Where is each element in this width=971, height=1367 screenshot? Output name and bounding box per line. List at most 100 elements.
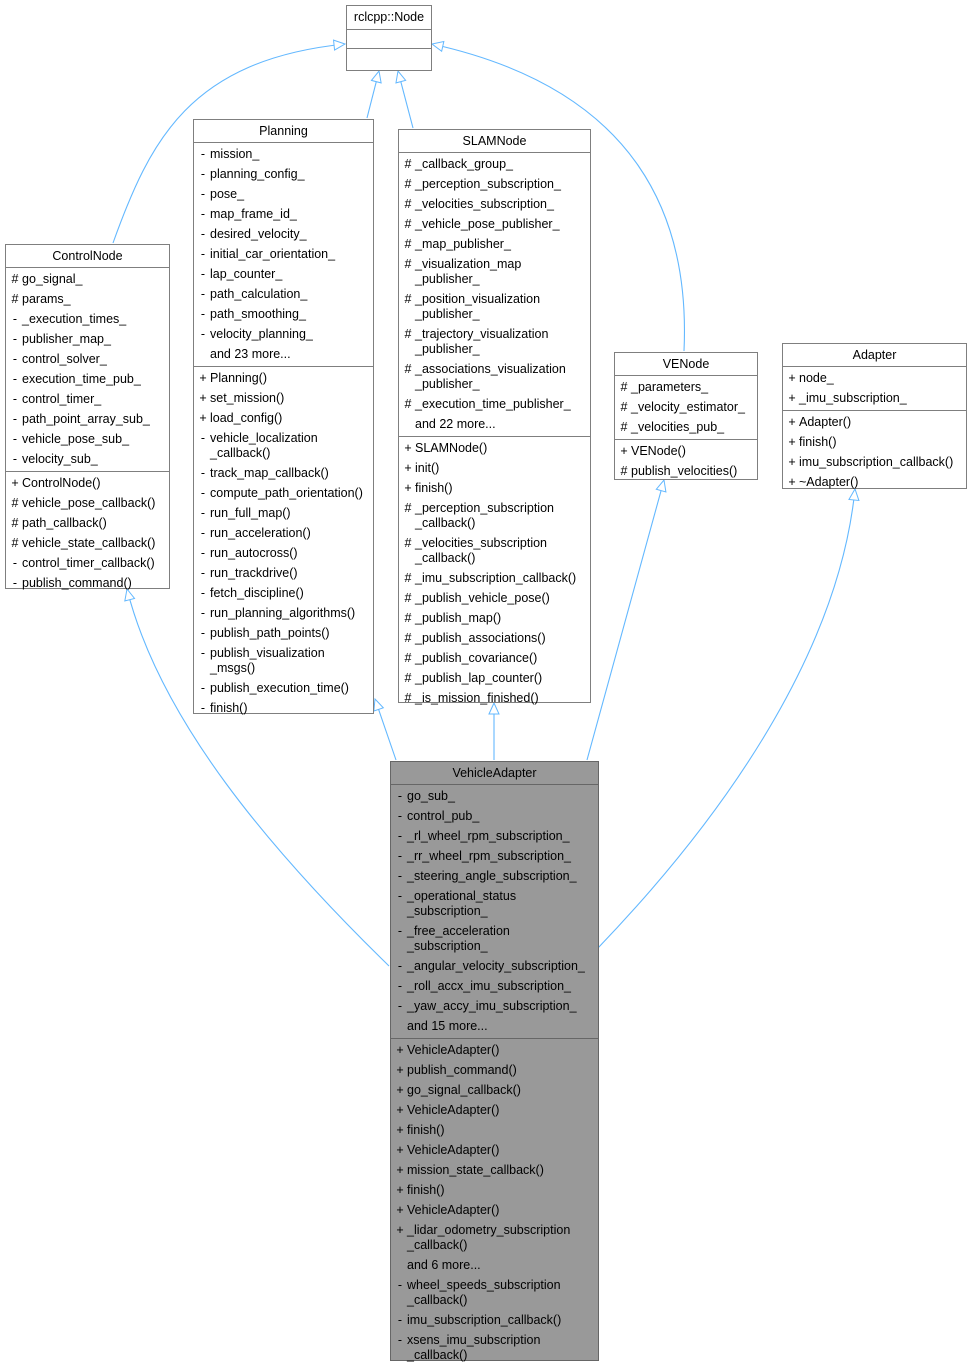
attribute-row[interactable]: -execution_time_pub_ bbox=[6, 370, 169, 390]
class-control-node[interactable]: ControlNode #go_signal_#params_-_executi… bbox=[5, 244, 170, 590]
more-members-link[interactable]: and 15 more... bbox=[391, 1017, 598, 1037]
attribute-row[interactable]: -mission_ bbox=[194, 145, 373, 165]
attribute-row[interactable]: -control_timer_ bbox=[6, 390, 169, 410]
method-row[interactable]: #_publish_associations() bbox=[399, 629, 590, 649]
method-row[interactable]: -finish() bbox=[194, 699, 373, 719]
attribute-row[interactable]: +_imu_subscription_ bbox=[783, 389, 966, 409]
method-row[interactable]: -fetch_discipline() bbox=[194, 584, 373, 604]
attribute-row[interactable]: -initial_car_orientation_ bbox=[194, 245, 373, 265]
method-row[interactable]: +init() bbox=[399, 459, 590, 479]
attribute-row[interactable]: -path_smoothing_ bbox=[194, 305, 373, 325]
attribute-row[interactable]: -publisher_map_ bbox=[6, 330, 169, 350]
attribute-row[interactable]: #_velocity_estimator_ bbox=[615, 398, 757, 418]
method-row[interactable]: +load_config() bbox=[194, 409, 373, 429]
method-row[interactable]: -run_autocross() bbox=[194, 544, 373, 564]
method-row[interactable]: +finish() bbox=[783, 433, 966, 453]
attribute-row[interactable]: -map_frame_id_ bbox=[194, 205, 373, 225]
attribute-row[interactable]: #_associations_visualization _publisher_ bbox=[399, 360, 590, 395]
attribute-row[interactable]: #_execution_time_publisher_ bbox=[399, 395, 590, 415]
attribute-row[interactable]: -control_pub_ bbox=[391, 807, 598, 827]
attribute-row[interactable]: +node_ bbox=[783, 369, 966, 389]
method-row[interactable]: #_publish_map() bbox=[399, 609, 590, 629]
method-row[interactable]: +Adapter() bbox=[783, 413, 966, 433]
attribute-row[interactable]: #_map_publisher_ bbox=[399, 235, 590, 255]
attribute-row[interactable]: -_execution_times_ bbox=[6, 310, 169, 330]
attribute-row[interactable]: -_rr_wheel_rpm_subscription_ bbox=[391, 847, 598, 867]
method-row[interactable]: #vehicle_pose_callback() bbox=[6, 494, 169, 514]
attribute-row[interactable]: -velocity_sub_ bbox=[6, 450, 169, 470]
method-row[interactable]: +SLAMNode() bbox=[399, 439, 590, 459]
method-row[interactable]: #_publish_vehicle_pose() bbox=[399, 589, 590, 609]
method-row[interactable]: +publish_command() bbox=[391, 1061, 598, 1081]
method-row[interactable]: -wheel_speeds_subscription _callback() bbox=[391, 1276, 598, 1311]
method-row[interactable]: +VehicleAdapter() bbox=[391, 1041, 598, 1061]
method-row[interactable]: +finish() bbox=[399, 479, 590, 499]
attribute-row[interactable]: -vehicle_pose_sub_ bbox=[6, 430, 169, 450]
attribute-row[interactable]: -_roll_accx_imu_subscription_ bbox=[391, 977, 598, 997]
method-row[interactable]: +VehicleAdapter() bbox=[391, 1141, 598, 1161]
attribute-row[interactable]: #_perception_subscription_ bbox=[399, 175, 590, 195]
method-row[interactable]: +VENode() bbox=[615, 442, 757, 462]
method-row[interactable]: -compute_path_orientation() bbox=[194, 484, 373, 504]
method-row[interactable]: #_velocities_subscription _callback() bbox=[399, 534, 590, 569]
attribute-row[interactable]: #_visualization_map _publisher_ bbox=[399, 255, 590, 290]
method-row[interactable]: #_publish_lap_counter() bbox=[399, 669, 590, 689]
method-row[interactable]: -publish_command() bbox=[6, 574, 169, 594]
more-members-link[interactable]: and 6 more... bbox=[391, 1256, 598, 1276]
method-row[interactable]: -vehicle_localization _callback() bbox=[194, 429, 373, 464]
method-row[interactable]: +mission_state_callback() bbox=[391, 1161, 598, 1181]
method-row[interactable]: -run_full_map() bbox=[194, 504, 373, 524]
attribute-row[interactable]: #params_ bbox=[6, 290, 169, 310]
attribute-row[interactable]: -control_solver_ bbox=[6, 350, 169, 370]
attribute-row[interactable]: -planning_config_ bbox=[194, 165, 373, 185]
method-row[interactable]: -publish_path_points() bbox=[194, 624, 373, 644]
method-row[interactable]: #_imu_subscription_callback() bbox=[399, 569, 590, 589]
class-adapter[interactable]: Adapter +node_+_imu_subscription_ +Adapt… bbox=[782, 343, 967, 489]
method-row[interactable]: -track_map_callback() bbox=[194, 464, 373, 484]
attribute-row[interactable]: -_operational_status _subscription_ bbox=[391, 887, 598, 922]
attribute-row[interactable]: #_callback_group_ bbox=[399, 155, 590, 175]
method-row[interactable]: +finish() bbox=[391, 1121, 598, 1141]
method-row[interactable]: -publish_execution_time() bbox=[194, 679, 373, 699]
attribute-row[interactable]: -_rl_wheel_rpm_subscription_ bbox=[391, 827, 598, 847]
attribute-row[interactable]: #_velocities_pub_ bbox=[615, 418, 757, 438]
method-row[interactable]: -xsens_imu_subscription _callback() bbox=[391, 1331, 598, 1366]
method-row[interactable]: +set_mission() bbox=[194, 389, 373, 409]
attribute-row[interactable]: -lap_counter_ bbox=[194, 265, 373, 285]
attribute-row[interactable]: -path_calculation_ bbox=[194, 285, 373, 305]
method-row[interactable]: -publish_visualization _msgs() bbox=[194, 644, 373, 679]
method-row[interactable]: +VehicleAdapter() bbox=[391, 1101, 598, 1121]
method-row[interactable]: -imu_subscription_callback() bbox=[391, 1311, 598, 1331]
class-slam-node[interactable]: SLAMNode #_callback_group_#_perception_s… bbox=[398, 129, 591, 705]
attribute-row[interactable]: #go_signal_ bbox=[6, 270, 169, 290]
more-members-link[interactable]: and 22 more... bbox=[399, 415, 590, 435]
method-row[interactable]: #_publish_covariance() bbox=[399, 649, 590, 669]
attribute-row[interactable]: #_position_visualization _publisher_ bbox=[399, 290, 590, 325]
method-row[interactable]: +finish() bbox=[391, 1181, 598, 1201]
method-row[interactable]: #_perception_subscription _callback() bbox=[399, 499, 590, 534]
attribute-row[interactable]: -pose_ bbox=[194, 185, 373, 205]
method-row[interactable]: -control_timer_callback() bbox=[6, 554, 169, 574]
attribute-row[interactable]: -velocity_planning_ bbox=[194, 325, 373, 345]
method-row[interactable]: +~Adapter() bbox=[783, 473, 966, 493]
attribute-row[interactable]: #_trajectory_visualization _publisher_ bbox=[399, 325, 590, 360]
more-members-link[interactable]: and 23 more... bbox=[194, 345, 373, 365]
attribute-row[interactable]: -_free_acceleration _subscription_ bbox=[391, 922, 598, 957]
class-rclcpp-node[interactable]: rclcpp::Node bbox=[346, 5, 432, 71]
method-row[interactable]: #path_callback() bbox=[6, 514, 169, 534]
method-row[interactable]: +imu_subscription_callback() bbox=[783, 453, 966, 473]
method-row[interactable]: +Planning() bbox=[194, 369, 373, 389]
class-planning[interactable]: Planning -mission_-planning_config_-pose… bbox=[193, 119, 374, 715]
class-ve-node[interactable]: VENode #_parameters_#_velocity_estimator… bbox=[614, 352, 758, 480]
attribute-row[interactable]: -path_point_array_sub_ bbox=[6, 410, 169, 430]
method-row[interactable]: +go_signal_callback() bbox=[391, 1081, 598, 1101]
attribute-row[interactable]: #_parameters_ bbox=[615, 378, 757, 398]
method-row[interactable]: -run_acceleration() bbox=[194, 524, 373, 544]
method-row[interactable]: #vehicle_state_callback() bbox=[6, 534, 169, 554]
attribute-row[interactable]: #_velocities_subscription_ bbox=[399, 195, 590, 215]
method-row[interactable]: -run_trackdrive() bbox=[194, 564, 373, 584]
method-row[interactable]: +ControlNode() bbox=[6, 474, 169, 494]
class-vehicle-adapter[interactable]: VehicleAdapter -go_sub_-control_pub_-_rl… bbox=[390, 761, 599, 1362]
attribute-row[interactable]: -_yaw_accy_imu_subscription_ bbox=[391, 997, 598, 1017]
attribute-row[interactable]: -_angular_velocity_subscription_ bbox=[391, 957, 598, 977]
